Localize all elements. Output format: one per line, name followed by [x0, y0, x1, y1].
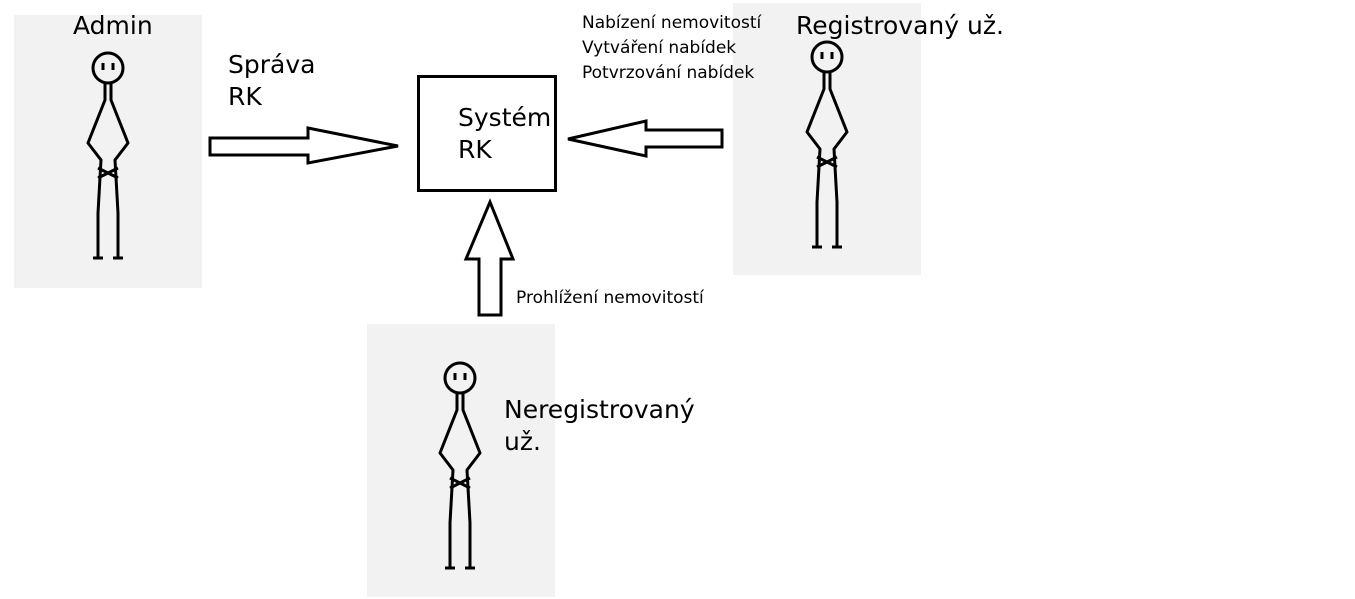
admin-to-system-arrow — [208, 126, 399, 165]
unregistered-user-stick-figure — [438, 361, 482, 570]
admin-flow-line1: Správa — [228, 50, 316, 79]
system-label-line2: RK — [458, 135, 492, 164]
admin-panel — [14, 15, 202, 288]
unregistered-label-line2: už. — [504, 427, 541, 456]
registered-flow-line2: Vytváření nabídek — [582, 38, 737, 58]
registered-user-panel — [733, 3, 921, 275]
registered-flow-line1: Nabízení nemovitostí — [582, 13, 762, 33]
registered-flow-label: Nabízení nemovitostí Vytváření nabídek P… — [582, 11, 761, 86]
registered-to-system-arrow — [567, 119, 724, 158]
admin-actor-label: Admin — [73, 11, 153, 40]
admin-flow-label: Správa RK — [228, 49, 315, 113]
unregistered-user-actor-label: Neregistrovaný už. — [504, 394, 695, 458]
registered-user-stick-figure — [805, 40, 849, 249]
unregistered-label-line1: Neregistrovaný — [504, 395, 695, 424]
system-label-line1: Systém — [458, 103, 552, 132]
unregistered-to-system-arrow — [463, 198, 516, 317]
registered-user-actor-label: Registrovaný už. — [796, 11, 1004, 40]
system-box — [417, 75, 557, 192]
registered-flow-line3: Potvrzování nabídek — [582, 63, 755, 83]
unregistered-flow-label: Prohlížení nemovitostí — [516, 288, 704, 308]
admin-stick-figure — [86, 51, 130, 260]
system-label: Systém RK — [458, 102, 551, 166]
unregistered-user-panel — [367, 324, 555, 597]
admin-flow-line2: RK — [228, 82, 262, 111]
